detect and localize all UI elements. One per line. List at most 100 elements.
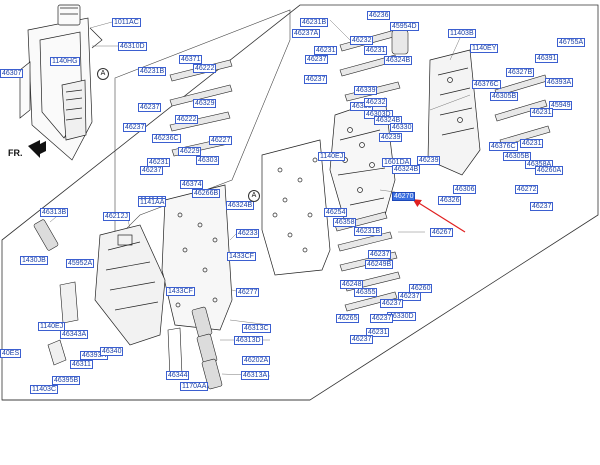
part-label: 46327B	[506, 68, 535, 77]
valve-housing	[19, 4, 93, 161]
part-label: 46272	[515, 185, 539, 194]
part-label: 1140HG	[50, 57, 80, 66]
part-label: 46237	[305, 55, 329, 64]
part-label: 46231	[530, 108, 554, 117]
part-label: 46393A	[545, 78, 574, 87]
part-label: 46231	[314, 46, 338, 55]
part-label: 46339	[354, 86, 378, 95]
part-label: 46270	[392, 192, 416, 201]
part-label: 46231B	[300, 18, 329, 27]
part-label: 46374	[180, 180, 204, 189]
part-label: 1140EY	[470, 44, 499, 53]
part-label: 46227	[209, 136, 233, 145]
direction-label: FR.	[8, 148, 23, 158]
part-label: 46222	[193, 64, 217, 73]
callout-marker: A	[97, 68, 109, 80]
part-label: 46237	[140, 166, 164, 175]
bracket-parts	[47, 281, 183, 378]
part-label: 46313A	[241, 371, 270, 380]
part-label: 46260A	[535, 166, 564, 175]
part-label: 46202A	[242, 356, 271, 365]
part-label: 46305B	[503, 152, 532, 161]
part-label: 46344	[166, 371, 190, 380]
part-label: 46326	[438, 196, 462, 205]
lower-valve-body	[94, 224, 166, 346]
front-arrow-icon	[28, 140, 46, 158]
part-label: 45954D	[390, 22, 419, 31]
part-label: 46236	[367, 11, 391, 20]
right-valve-body	[427, 49, 481, 176]
part-label: 46313C	[242, 324, 271, 333]
part-label: 46233	[236, 229, 260, 238]
part-label: 46231B	[354, 227, 383, 236]
part-label: 46395B	[52, 376, 81, 385]
part-label: 46311	[70, 360, 93, 369]
part-label: 46277	[236, 288, 260, 297]
part-label: 11403C	[30, 385, 59, 394]
part-label: 1140EJ	[38, 322, 66, 331]
part-label: 46324B	[374, 116, 403, 125]
part-label: 46355	[354, 288, 378, 297]
part-label: 45949	[549, 101, 573, 110]
part-label: 46237	[304, 75, 328, 84]
highlight-arrow	[412, 199, 466, 233]
callout-marker: A	[248, 190, 260, 202]
part-label: 46222	[175, 115, 199, 124]
part-label: 46391	[535, 54, 559, 63]
part-label: 46239	[379, 133, 403, 142]
part-label: 46303	[196, 156, 220, 165]
part-label: 46237	[370, 314, 394, 323]
part-label: 46324B	[226, 201, 255, 210]
part-label: 46237	[123, 123, 147, 132]
part-label: 46376C	[489, 142, 518, 151]
part-label: 46324B	[384, 56, 413, 65]
part-label: 45952A	[66, 259, 95, 268]
part-label: 1433CF	[227, 252, 256, 261]
part-label: 46307	[0, 69, 24, 78]
housing-clip	[89, 27, 103, 49]
part-label: 46231	[364, 46, 388, 55]
part-label: 46265	[336, 314, 360, 323]
part-label: 40ES	[0, 349, 22, 358]
part-label: 46229	[178, 147, 202, 156]
part-label: 1430JB	[20, 256, 48, 265]
part-label: 46237	[398, 292, 422, 301]
part-label: 46212J	[103, 212, 130, 221]
part-label: 1011AC	[112, 18, 141, 27]
part-label: 46371	[179, 55, 203, 64]
part-label: 46340	[100, 347, 124, 356]
part-label: 46237	[530, 202, 554, 211]
part-label: 46313B	[40, 208, 69, 217]
solenoids	[33, 219, 223, 390]
part-label: 46237	[350, 335, 374, 344]
part-label: 1433CF	[166, 287, 195, 296]
part-label: 46237	[368, 250, 392, 259]
part-label: 46305B	[490, 92, 519, 101]
separator-plate	[261, 139, 331, 276]
part-label: 46324B	[392, 165, 421, 174]
part-label: 46358	[333, 218, 357, 227]
part-label: 46232	[350, 36, 374, 45]
part-label: 1140EJ	[318, 152, 346, 161]
part-label: 46266B	[192, 189, 221, 198]
part-label: 1141AA	[138, 198, 167, 207]
part-label: 46310D	[118, 42, 147, 51]
part-label: 46237	[138, 103, 162, 112]
part-label: 46755A	[557, 38, 586, 47]
part-label: 46237	[380, 299, 404, 308]
part-label: 46231B	[138, 67, 167, 76]
part-label: 46313D	[234, 336, 263, 345]
part-label: 46237A	[292, 29, 321, 38]
part-label: 46376C	[472, 80, 501, 89]
part-label: 46231	[520, 139, 544, 148]
part-label: 46254	[324, 208, 348, 217]
part-label: 46343A	[60, 330, 89, 339]
part-label: 46267	[430, 228, 454, 237]
part-label: 46236C	[152, 134, 181, 143]
part-label: 46329	[193, 99, 217, 108]
part-label: 46249B	[365, 260, 394, 269]
part-label: 1170AA	[180, 382, 209, 391]
part-label: 46248	[340, 280, 364, 289]
part-label: 46330	[390, 123, 414, 132]
